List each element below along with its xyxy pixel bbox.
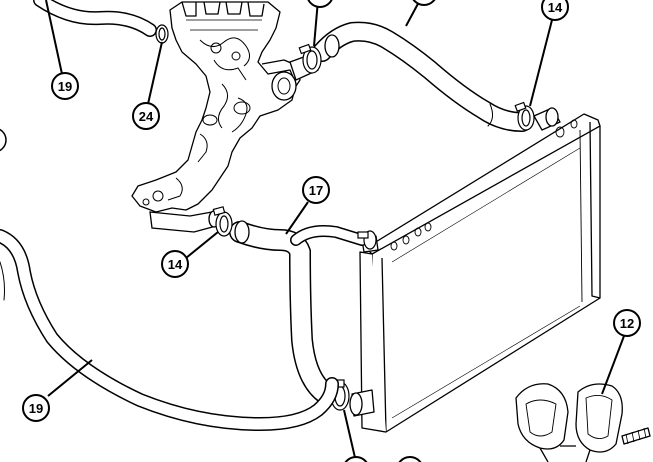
upper-hose-clamp-radiator	[514, 101, 535, 131]
callout-label: 24	[139, 109, 154, 124]
partial-callout-top-2	[412, 0, 436, 6]
callout-label: 14	[548, 0, 563, 15]
radiator	[349, 107, 601, 433]
engine-block	[131, 1, 301, 213]
heater-hose-top	[33, 0, 157, 37]
callout-14-top-right: 14	[541, 0, 569, 21]
callout-14-left: 14	[161, 250, 189, 278]
callout-circle	[161, 250, 189, 278]
lower-radiator-hose	[229, 220, 368, 405]
callout-19-top: 19	[51, 72, 79, 100]
heater-hose-bottom	[0, 229, 339, 432]
callout-circle	[22, 394, 50, 422]
bypass-hose-clamp	[357, 230, 377, 250]
callout-label: 17	[309, 183, 323, 198]
callout-19-bottom: 19	[22, 394, 50, 422]
mounting-bracket-assembly	[515, 383, 651, 462]
callout-label: 19	[58, 79, 72, 94]
callout-24: 24	[132, 102, 160, 130]
callout-circle	[51, 72, 79, 100]
callout-circle	[613, 309, 641, 337]
leader-14-left	[185, 231, 219, 259]
lower-hose-clamp-engine	[212, 206, 233, 237]
callout-circle	[132, 102, 160, 130]
partial-callout-bottom-1	[344, 456, 368, 462]
engine-inlet-pipe	[149, 210, 220, 233]
callout-circle	[541, 0, 569, 21]
leader-17	[285, 201, 309, 235]
callout-label: 12	[620, 316, 634, 331]
upper-hose-clamp-engine	[298, 43, 322, 74]
leader-19-bottom	[47, 359, 93, 397]
upper-radiator-hose	[312, 21, 532, 132]
callout-label: 19	[29, 401, 43, 416]
leader-14-top-right	[529, 19, 553, 107]
partial-callout-bottom-2	[398, 456, 422, 462]
callout-17: 17	[302, 176, 330, 204]
partial-callout-top-1	[307, 0, 333, 8]
leader-19-top	[45, 0, 63, 75]
heater-hose-clamp-top	[155, 24, 169, 44]
leader-12	[601, 335, 625, 395]
leader-24	[147, 41, 163, 105]
callout-12: 12	[613, 309, 641, 337]
callout-circle	[302, 176, 330, 204]
partial-callout-left	[0, 128, 7, 152]
leader-lower-clamp	[343, 409, 357, 462]
callout-label: 14	[168, 257, 183, 272]
